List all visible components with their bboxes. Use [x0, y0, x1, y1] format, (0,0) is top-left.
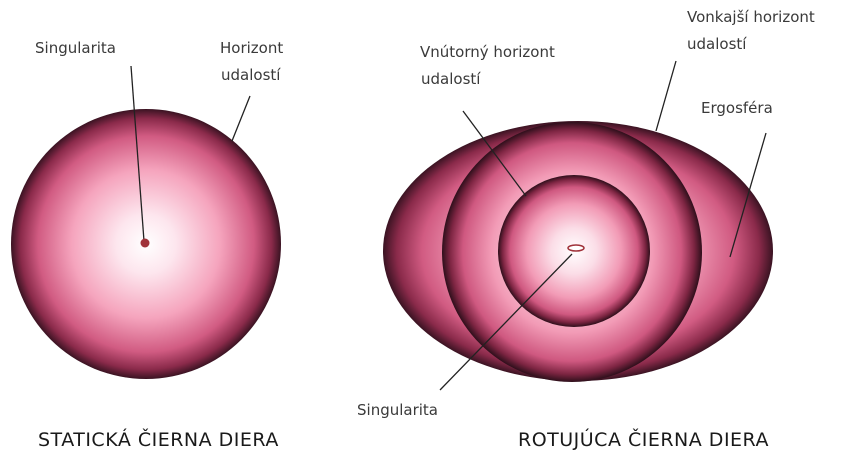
inner-horizon-label-line1: Vnútorný horizont: [420, 43, 555, 61]
ergosphere-label: Ergosféra: [701, 99, 773, 117]
outer-horizon-label-line2: udalostí: [687, 35, 747, 53]
rotating-title: ROTUJÚCA ČIERNA DIERA: [518, 427, 769, 451]
static-singularity-dot: [141, 239, 150, 248]
inner-horizon-label-line2: udalostí: [421, 70, 481, 88]
rotating-singularity-label: Singularita: [357, 401, 438, 419]
static-horizon-label-line1: Horizont: [220, 39, 283, 57]
static-horizon-label-line2: udalostí: [221, 66, 281, 84]
outer-horizon-label-line1: Vonkajší horizont: [687, 8, 815, 26]
static-horizon-leader: [232, 96, 250, 141]
static-singularity-label: Singularita: [35, 39, 116, 57]
static-title: STATICKÁ ČIERNA DIERA: [38, 427, 279, 451]
static-black-hole: Singularita Horizont udalostí STATICKÁ Č…: [11, 39, 283, 451]
ring-singularity: [568, 245, 584, 251]
rotating-black-hole: Vonkajší horizont udalostí Vnútorný hori…: [357, 8, 815, 451]
outer-horizon-leader: [656, 61, 676, 131]
